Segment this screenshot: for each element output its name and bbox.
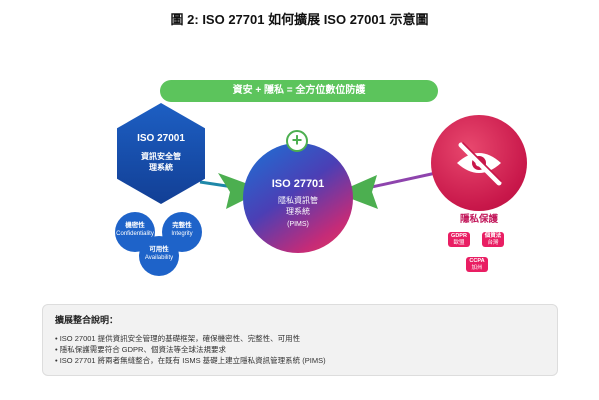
regulation-region: 歐盟 <box>453 240 465 246</box>
regulation-region: 加州 <box>471 265 483 271</box>
iso27701-abbr: (PIMS) <box>287 221 309 228</box>
cia-sublabel: Confidentiality <box>116 231 154 237</box>
iso27001-subtitle-text: 資訊安全管理系統 <box>141 152 181 172</box>
iso27701-subtitle-text: 隱私資訊管理系統 <box>278 196 318 216</box>
notes-list: ISO 27001 提供資訊安全管理的基礎框架，確保機密性、完整性、可用性 隱私… <box>55 333 545 366</box>
regulation-name: CCPA <box>469 258 485 264</box>
privacy-circle <box>431 115 527 211</box>
figure-title: 圖 2: ISO 27701 如何擴展 ISO 27001 示意圖 <box>170 12 429 27</box>
regulation-region: 台灣 <box>487 240 499 246</box>
cia-sublabel: Integrity <box>171 231 193 237</box>
iso27001-name: ISO 27001 <box>137 133 185 144</box>
regulation-gdpr: GDPR 歐盟 <box>448 232 470 247</box>
notes-box: 擴展整合說明： ISO 27001 提供資訊安全管理的基礎框架，確保機密性、完整… <box>42 304 558 376</box>
arrow-left-into-pims <box>218 173 264 209</box>
notes-title: 擴展整合說明： <box>55 315 119 325</box>
cia-label: 機密性 <box>125 222 145 229</box>
cia-label: 完整性 <box>172 222 192 229</box>
equation-banner: 資安 + 隱私 = 全方位數位防護 <box>160 80 438 102</box>
list-item: 隱私保護需要符合 GDPR、個資法等全球法規要求 <box>55 344 545 355</box>
regulation-name: 個資法 <box>484 233 502 239</box>
eye-slash-icon <box>457 142 502 186</box>
arrow-right-into-pims <box>336 175 378 209</box>
privacy-label: 隱私保護 <box>459 214 498 225</box>
iso27001-subtitle: 資訊安全管理系統 <box>117 151 205 173</box>
regulation-ccpa: CCPA 加州 <box>466 257 488 272</box>
iso27701-subtitle: 隱私資訊管理系統 <box>243 195 353 217</box>
cia-sublabel: Availability <box>144 255 174 261</box>
regulation-name: GDPR <box>451 233 467 239</box>
cia-availability: 可用性 Availability <box>139 236 179 276</box>
iso27701-name: ISO 27701 <box>271 178 325 190</box>
list-item: ISO 27701 將兩者無縫整合，在既有 ISMS 基礎上建立隱私資訊管理系統… <box>55 355 545 366</box>
plus-icon: + <box>286 130 308 152</box>
regulation-pdpa: 個資法 台灣 <box>482 232 504 247</box>
list-item: ISO 27001 提供資訊安全管理的基礎框架，確保機密性、完整性、可用性 <box>55 333 545 344</box>
iso27701-circle: ISO 27701 隱私資訊管理系統 (PIMS) <box>243 143 353 253</box>
cia-label: 可用性 <box>149 246 169 253</box>
